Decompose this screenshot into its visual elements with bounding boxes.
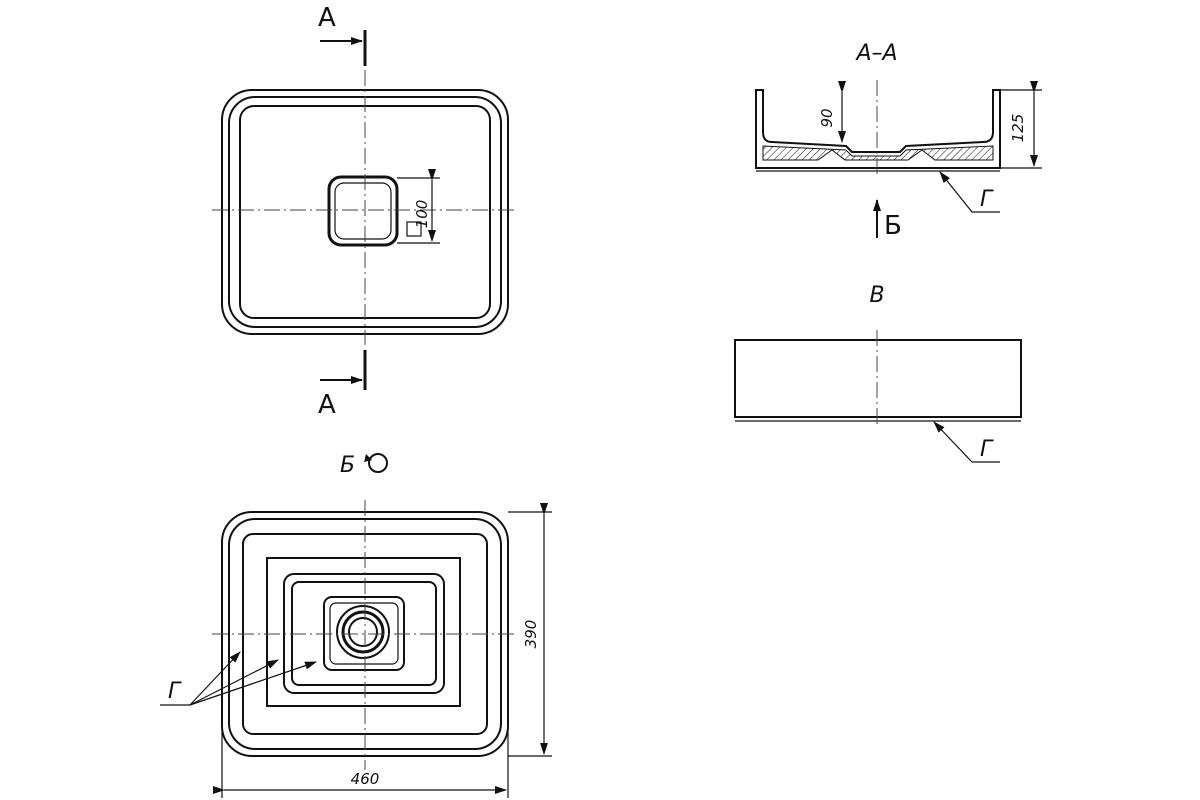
drain-ring-outer: [336, 605, 390, 659]
view-b-leader-1: [189, 651, 241, 706]
height-total-label: 125: [1009, 114, 1027, 143]
drain-inner: [334, 182, 392, 240]
view-b-title: Б: [340, 453, 355, 478]
rotation-arrow-icon: [364, 454, 372, 462]
length-label: 390: [522, 620, 540, 649]
view-b-step-1: [266, 557, 461, 707]
depth-inner-label: 90: [818, 108, 836, 127]
drain-ring-middle: [341, 610, 385, 654]
view-b-leader-3: [189, 661, 317, 706]
drain-outer: [327, 175, 399, 247]
drain-size-label: 100: [413, 200, 431, 229]
section-surface-note: Г: [980, 187, 994, 212]
section-a-a: А–А 90 125 Г Б: [755, 41, 1042, 241]
section-leader: [939, 171, 1000, 213]
view-v-leader: [933, 421, 1000, 463]
square-symbol-icon: [406, 221, 422, 237]
view-v-surface-note: Г: [980, 437, 994, 462]
rotation-icon: [368, 453, 388, 473]
section-cut-marks: А А: [318, 3, 367, 420]
section-hatch: [762, 145, 994, 161]
section-mark-top: А: [318, 3, 336, 33]
section-outline: [755, 89, 1001, 169]
section-title: А–А: [854, 41, 897, 66]
drain-ring-inner: [348, 617, 378, 647]
view-b-leader-2: [189, 659, 279, 706]
view-b: Б Г 390 460: [160, 453, 552, 798]
section-mark-bottom: А: [318, 390, 336, 420]
view-v-body: [734, 339, 1022, 418]
view-v: В Г: [734, 283, 1022, 463]
width-label: 460: [351, 770, 380, 788]
view-b-surface-note: Г: [168, 679, 182, 704]
view-b-arrow-label: Б: [884, 211, 902, 241]
view-v-title: В: [869, 283, 884, 308]
top-view: 100: [212, 70, 518, 345]
